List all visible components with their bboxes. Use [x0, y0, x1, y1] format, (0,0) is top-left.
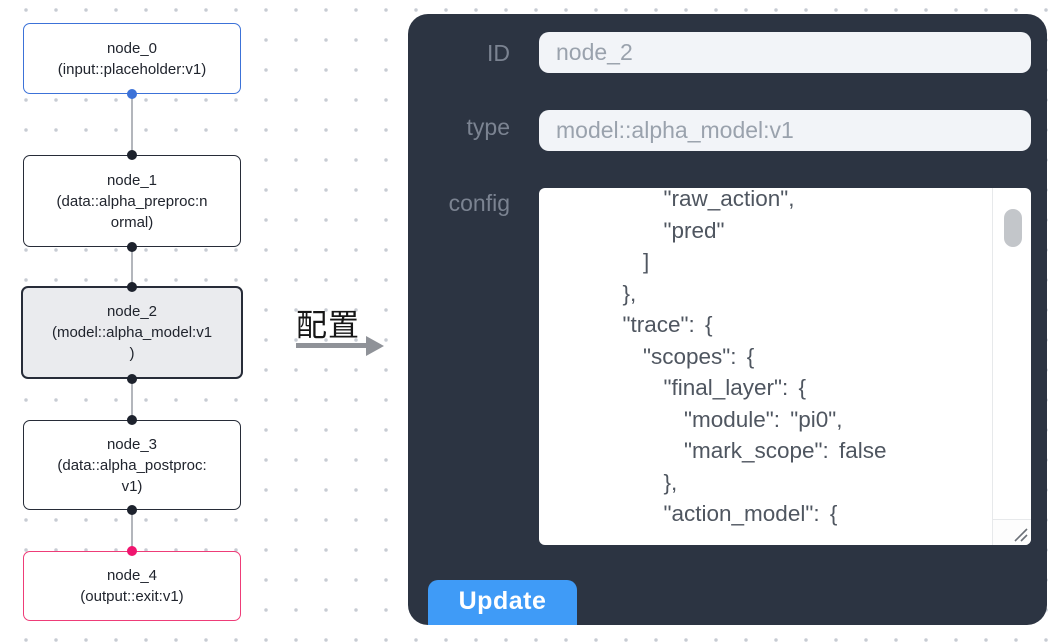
type-input[interactable] [539, 110, 1031, 151]
config-json-text: "raw_action", "pred" ] }, "trace": { "sc… [622, 188, 887, 526]
update-button[interactable]: Update [428, 580, 577, 625]
edge-node3-node4 [131, 510, 133, 551]
right-arrow-icon [296, 343, 368, 348]
configure-annotation-label: 配置 [296, 308, 360, 343]
port-node4-input[interactable] [127, 546, 137, 556]
edge-node1-node2 [131, 247, 133, 287]
config-textarea[interactable]: "raw_action", "pred" ] }, "trace": { "sc… [539, 188, 1031, 545]
flow-node-node-0[interactable]: node_0 (input::placeholder:v1) [23, 23, 241, 94]
flow-node-node-2-selected[interactable]: node_2 (model::alpha_model:v1 ) [21, 286, 243, 379]
textarea-resize-corner[interactable] [992, 519, 1031, 545]
port-node2-input[interactable] [127, 282, 137, 292]
flow-node-node-3[interactable]: node_3 (data::alpha_postproc: v1) [23, 420, 241, 510]
type-field-label: type [466, 114, 510, 140]
edge-node0-node1 [131, 94, 133, 155]
port-node1-output[interactable] [127, 242, 137, 252]
port-node3-output[interactable] [127, 505, 137, 515]
id-field-label: ID [487, 40, 510, 66]
port-node2-output[interactable] [127, 374, 137, 384]
port-node3-input[interactable] [127, 415, 137, 425]
scrollbar-track-divider [992, 188, 993, 520]
flow-node-node-1[interactable]: node_1 (data::alpha_preproc:n ormal) [23, 155, 241, 247]
edge-node2-node3 [131, 379, 133, 420]
node-config-panel: ID type config "raw_action", "pred" ] },… [408, 14, 1047, 625]
config-field-label: config [448, 190, 510, 216]
id-input[interactable] [539, 32, 1031, 73]
right-arrow-head-icon [366, 336, 384, 356]
resize-grip-icon [1014, 528, 1028, 542]
flow-node-node-4[interactable]: node_4 (output::exit:v1) [23, 551, 241, 621]
port-node0-output[interactable] [127, 89, 137, 99]
scrollbar-thumb[interactable] [1004, 209, 1022, 247]
port-node1-input[interactable] [127, 150, 137, 160]
